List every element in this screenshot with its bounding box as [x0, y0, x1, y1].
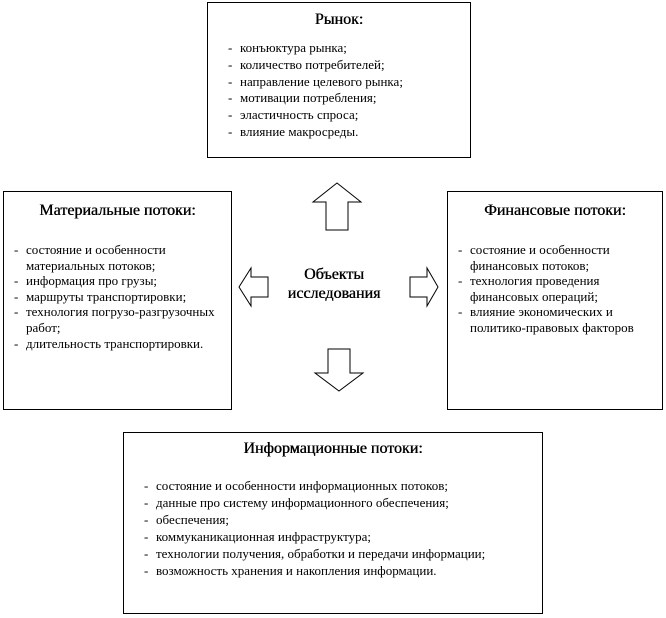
information-flows-item: технологии получения, обработки и переда…	[144, 545, 534, 562]
market-title: Рынок:	[314, 11, 364, 28]
center-label-line1: Объекты	[304, 266, 364, 283]
arrow-right-icon	[409, 266, 439, 308]
market-item: количество потребителей;	[228, 57, 470, 74]
material-flows-box: Материальные потоки: состояние и особенн…	[3, 191, 232, 410]
market-item: конъюктура рынка;	[228, 40, 470, 57]
market-item: влияние макросреды.	[228, 124, 470, 141]
market-item: эластичность спроса;	[228, 107, 470, 124]
material-flows-title: Материальные потоки:	[39, 202, 196, 219]
material-flows-list: состояние и особенности материальных пот…	[14, 242, 219, 351]
financial-flows-item: влияние экономических и политико-правовы…	[458, 304, 653, 335]
information-flows-list: состояние и особенности информационных п…	[144, 477, 534, 579]
information-flows-item: коммуканикационная инфраструктура;	[144, 528, 534, 545]
center-label-line2: исследования	[287, 285, 381, 302]
material-flows-item: длительность транспортировки.	[14, 336, 219, 352]
material-flows-item: информация про грузы;	[14, 273, 219, 289]
market-list: конъюктура рынка; количество потребителе…	[228, 40, 470, 141]
arrow-down-icon	[313, 348, 365, 392]
information-flows-item: обеспечения;	[144, 511, 534, 528]
financial-flows-list: состояние и особенности финансовых поток…	[458, 242, 653, 336]
information-flows-item: данные про систему информационного обесп…	[144, 494, 534, 511]
information-flows-item: состояние и особенности информационных п…	[144, 477, 534, 494]
financial-flows-box: Финансовые потоки: состояние и особеннос…	[447, 191, 663, 410]
market-box: Рынок: конъюктура рынка; количество потр…	[207, 2, 471, 158]
information-flows-title: Информационные потоки:	[243, 440, 423, 457]
arrow-up-icon	[311, 182, 363, 231]
financial-flows-title: Финансовые потоки:	[484, 202, 626, 219]
market-item: направление целевого рынка;	[228, 74, 470, 91]
financial-flows-item: технология проведения финансовых операци…	[458, 273, 653, 304]
research-objects-label: Объекты исследования	[268, 265, 400, 303]
information-flows-box: Информационные потоки: состояние и особе…	[123, 432, 543, 614]
market-item: мотивации потребления;	[228, 90, 470, 107]
financial-flows-item: состояние и особенности финансовых поток…	[458, 242, 653, 273]
material-flows-item: состояние и особенности материальных пот…	[14, 242, 219, 273]
arrow-left-icon	[238, 266, 269, 308]
material-flows-item: маршруты транспортировки;	[14, 289, 219, 305]
material-flows-item: технология погрузо-разгрузочных работ;	[14, 304, 219, 335]
information-flows-item: возможность хранения и накопления информ…	[144, 562, 534, 579]
